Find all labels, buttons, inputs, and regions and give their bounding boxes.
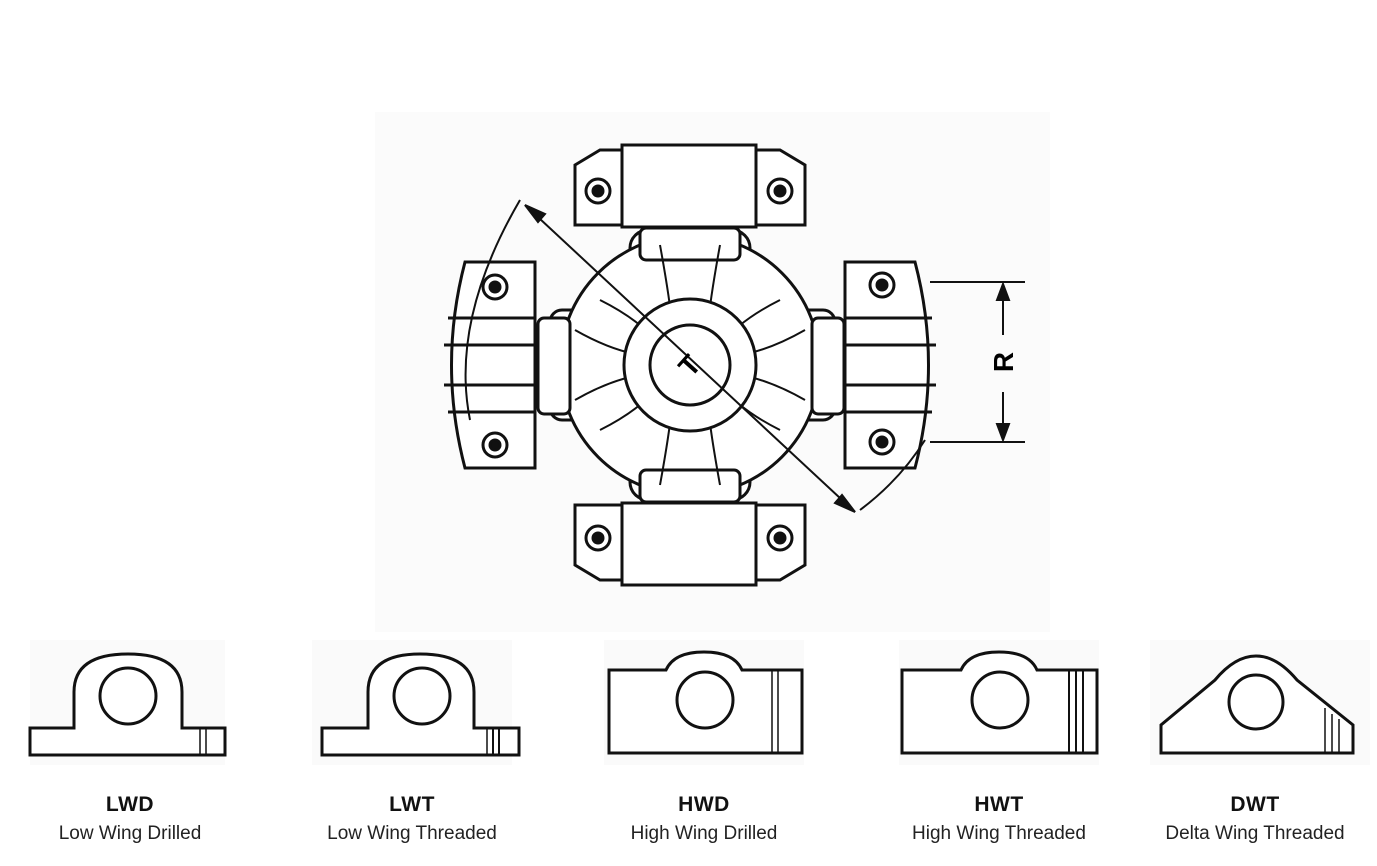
variant-code: HWD <box>678 793 730 816</box>
universal-joint-diagram: T R <box>444 143 1025 587</box>
r-dimension-label: R <box>988 352 1019 372</box>
r-dimension <box>930 281 1025 443</box>
variant-lwd: LWD Low Wing Drilled <box>0 640 260 845</box>
variant-code: DWT <box>1230 793 1280 816</box>
t-dimension <box>464 199 926 513</box>
variant-code: LWT <box>389 793 435 816</box>
variant-description: High Wing Threaded <box>912 823 1086 844</box>
variant-description: Low Wing Drilled <box>58 823 202 844</box>
variant-description: Delta Wing Threaded <box>1165 823 1345 844</box>
dwt-profile-icon <box>1150 640 1370 765</box>
hwd-profile-icon <box>604 640 804 765</box>
lwt-profile-icon <box>312 640 521 765</box>
variant-lwt: LWT Low Wing Threaded <box>282 640 542 845</box>
hwt-profile-icon <box>899 640 1099 765</box>
bearing-cap-left <box>444 260 537 470</box>
variant-description: High Wing Drilled <box>630 823 778 844</box>
variant-hwd: HWD High Wing Drilled <box>574 640 834 845</box>
variant-hwt: HWT High Wing Threaded <box>869 640 1129 845</box>
variant-code: LWD <box>105 793 155 816</box>
lwd-profile-icon <box>28 640 227 765</box>
variant-description: Low Wing Threaded <box>327 823 497 844</box>
bearing-cap-top <box>573 143 807 229</box>
hub-inner <box>648 323 732 407</box>
bearing-cap-bottom <box>573 501 807 587</box>
bearing-cap-right <box>843 260 936 470</box>
variant-code: HWT <box>974 793 1024 816</box>
variant-dwt: DWT Delta Wing Threaded <box>1125 640 1377 845</box>
